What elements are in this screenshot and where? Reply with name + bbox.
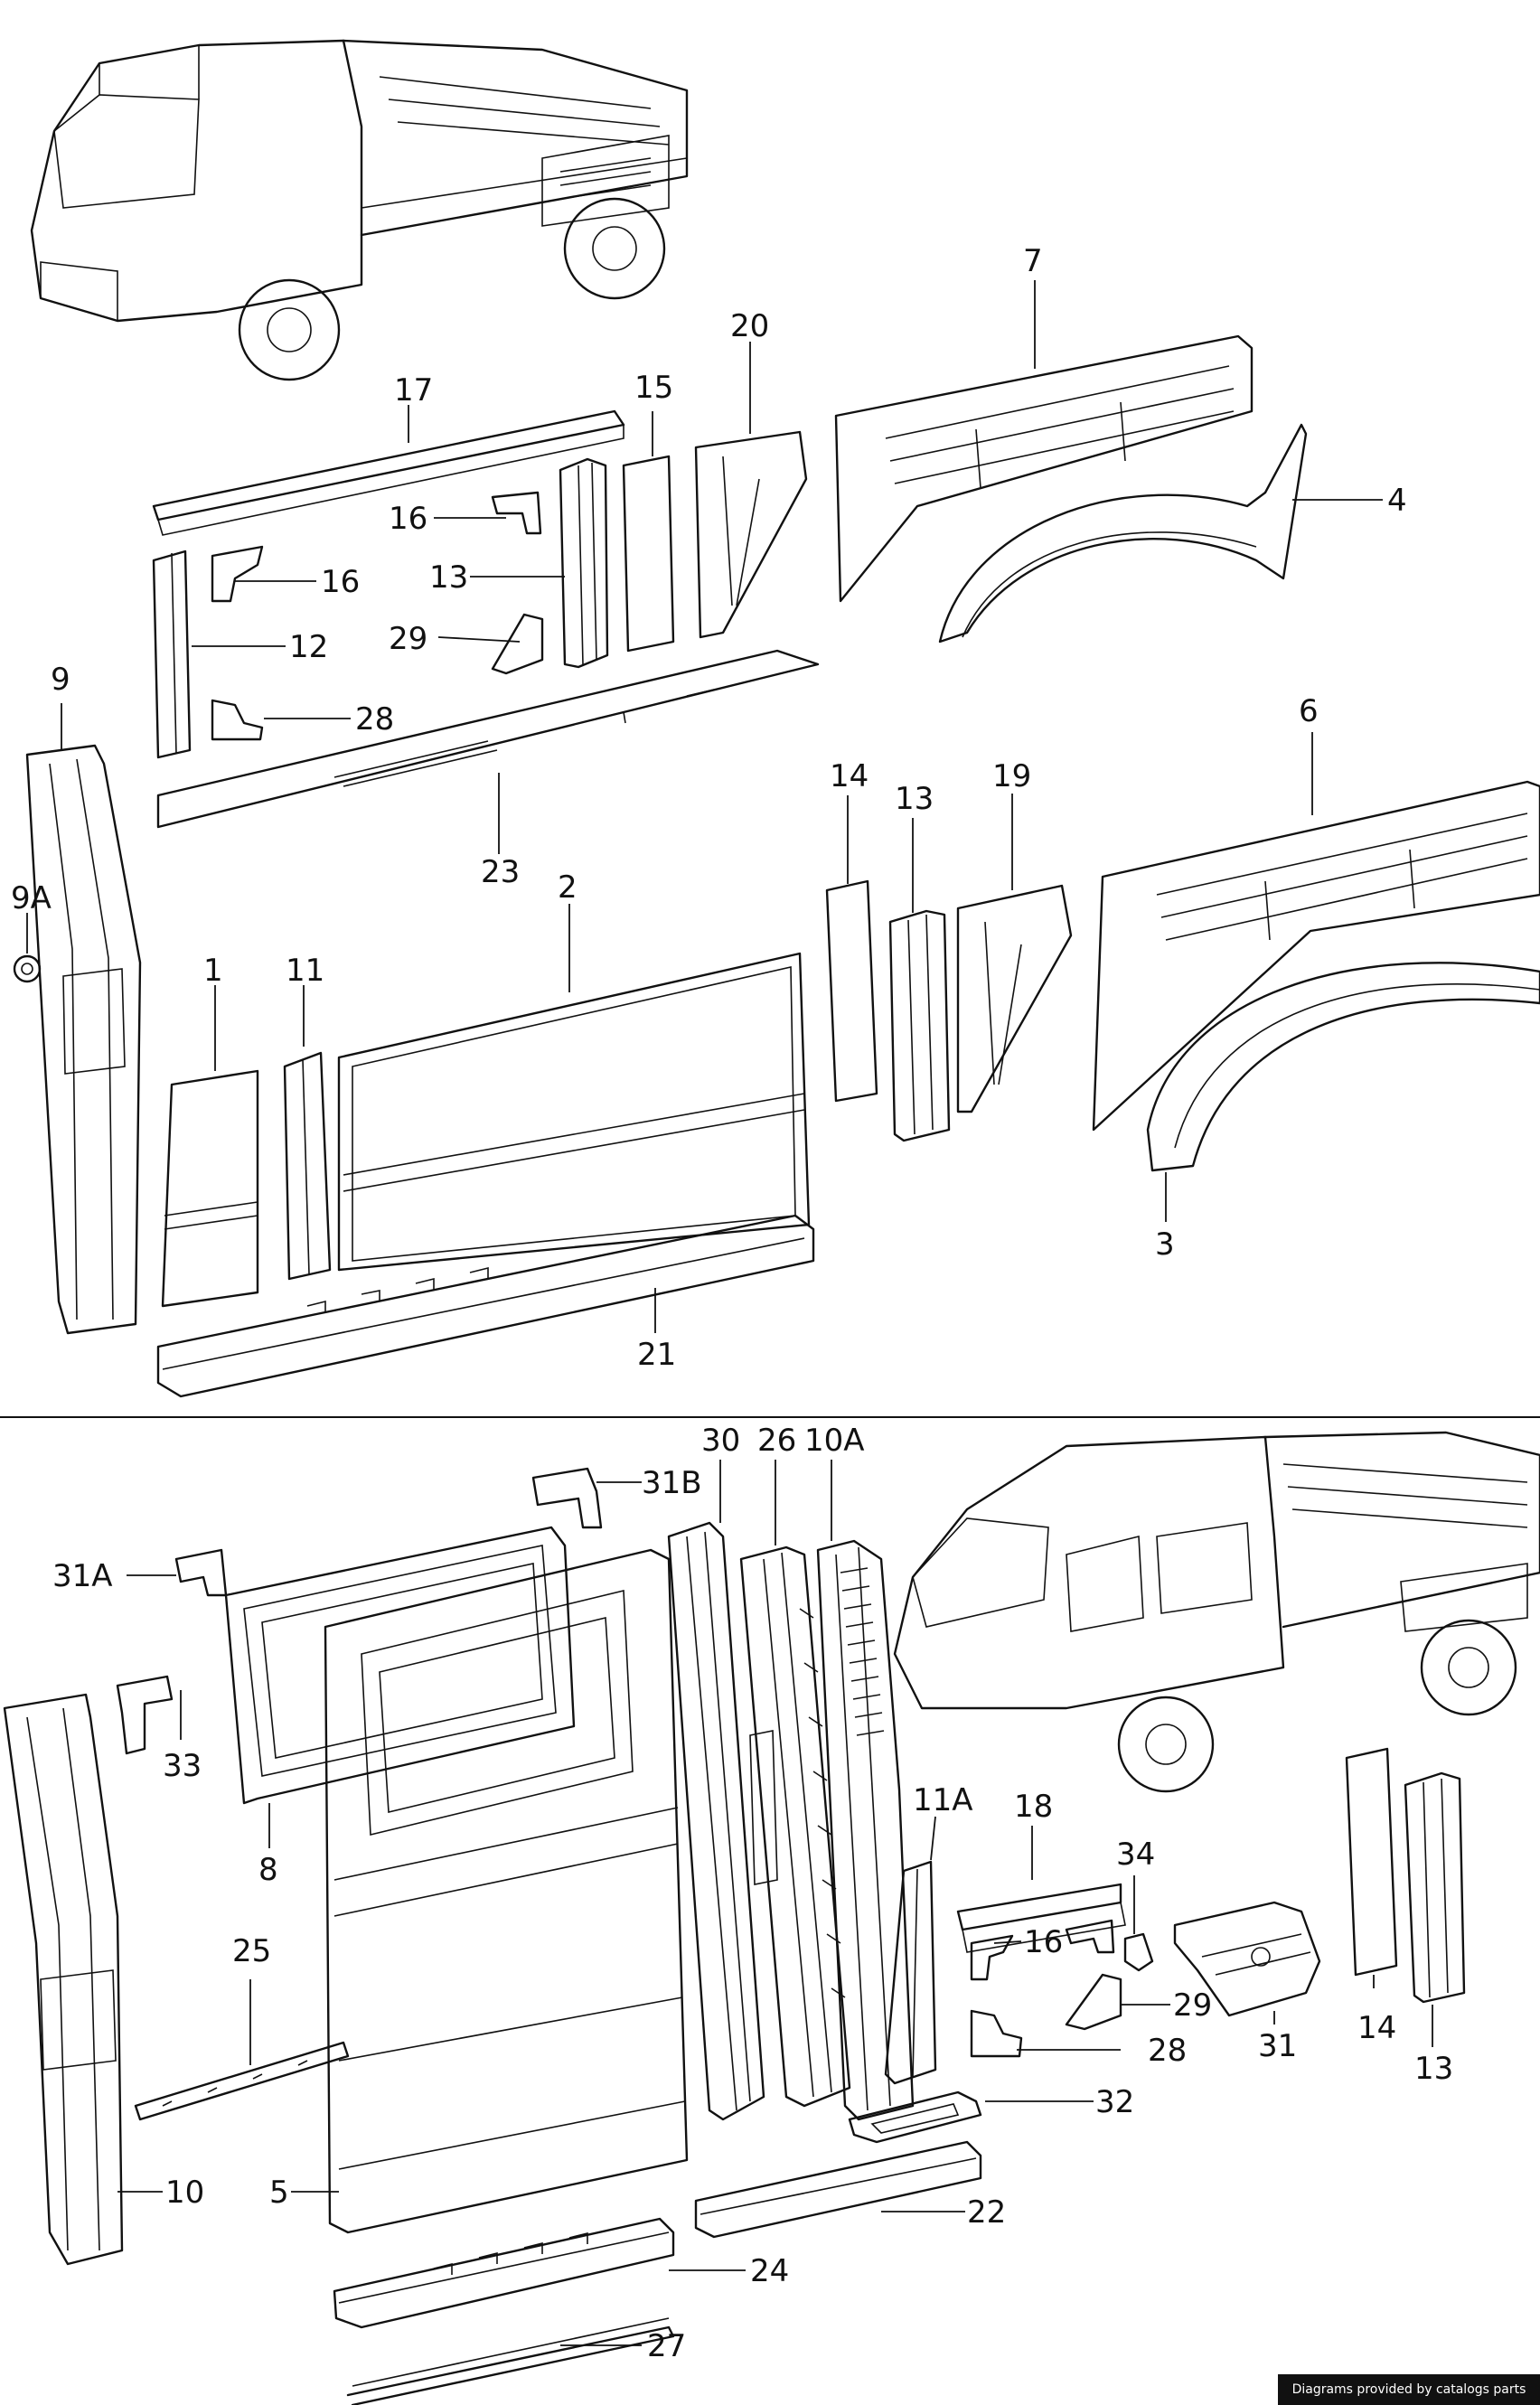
part-13-mid: 13 (888, 781, 951, 1142)
part-22: 22 (694, 2140, 1006, 2239)
callout-9: 9 (51, 662, 70, 698)
callout-28-top: 28 (355, 701, 394, 737)
part-29-bottom: 29 (1065, 1973, 1212, 2031)
part-19: 19 (956, 758, 1073, 1113)
part-7: 7 (834, 243, 1254, 603)
callout-2: 2 (558, 869, 578, 906)
callout-7: 7 (1023, 243, 1043, 279)
part-14-top: 14 (825, 758, 878, 1103)
callout-14-bottom: 14 (1357, 2010, 1396, 2046)
part-16-top: 16 (211, 545, 360, 603)
part-10a: 10A (804, 1423, 915, 2121)
part-23: 23 (156, 649, 820, 890)
callout-23: 23 (481, 854, 520, 890)
part-12: 12 (152, 550, 328, 759)
part-16-mid: 16 (389, 491, 542, 537)
callout-4: 4 (1387, 483, 1407, 519)
callout-30: 30 (701, 1423, 740, 1459)
part-9a: 9A (11, 880, 52, 983)
part-13-top: 13 (429, 457, 609, 669)
part-13-bottom: 13 (1404, 1771, 1466, 2087)
callout-17: 17 (394, 372, 433, 409)
part-6: 6 (1092, 693, 1540, 1132)
callout-24: 24 (750, 2253, 789, 2289)
callout-31: 31 (1258, 2028, 1297, 2064)
part-15: 15 (622, 370, 675, 653)
callout-18: 18 (1014, 1789, 1053, 1825)
part-1: 1 (161, 953, 259, 1308)
part-9: 9 (25, 662, 142, 1335)
part-28-top: 28 (211, 699, 394, 741)
callout-16-mid: 16 (389, 501, 427, 537)
part-14-bottom: 14 (1345, 1747, 1398, 2046)
callout-32: 32 (1095, 2084, 1134, 2120)
part-21: 21 (156, 1214, 815, 1398)
part-16-bottom: 16 (970, 1919, 1115, 1981)
callout-16-top: 16 (321, 564, 360, 600)
callout-6: 6 (1299, 693, 1319, 729)
callout-12: 12 (289, 629, 328, 665)
callout-15: 15 (634, 370, 673, 406)
callout-22: 22 (967, 2194, 1006, 2231)
callout-13-top: 13 (429, 559, 468, 596)
callout-21: 21 (637, 1337, 676, 1373)
callout-10: 10 (165, 2175, 204, 2211)
part-18: 18 (956, 1789, 1126, 1953)
credit-banner: Diagrams provided by catalogs parts (1278, 2374, 1540, 2405)
part-27: 27 (346, 2317, 686, 2405)
callout-19: 19 (992, 758, 1031, 794)
callout-16-bottom: 16 (1024, 1924, 1063, 1960)
part-17: 17 (152, 372, 625, 536)
part-26: 26 (739, 1423, 851, 2108)
callout-28-bottom: 28 (1148, 2033, 1187, 2069)
callout-33: 33 (163, 1748, 202, 1784)
part-34: 34 (1116, 1837, 1155, 1972)
part-20: 20 (694, 308, 808, 639)
part-5: 5 (269, 1548, 689, 2234)
callout-11: 11 (286, 953, 324, 989)
callout-14-top: 14 (830, 758, 869, 794)
callout-9a: 9A (11, 880, 52, 916)
part-11a: 11A (884, 1782, 973, 2085)
part-31b: 31B (531, 1465, 702, 1529)
part-29-top: 29 (389, 613, 544, 675)
part-11: 11 (283, 953, 332, 1281)
callout-25: 25 (232, 1933, 271, 1969)
callout-31a: 31A (52, 1558, 113, 1594)
callout-20: 20 (730, 308, 769, 344)
part-4: 4 (938, 423, 1407, 644)
part-10: 10 (3, 1693, 204, 2266)
part-25: 25 (134, 1933, 350, 2121)
callout-11a: 11A (913, 1782, 973, 1818)
callout-3: 3 (1155, 1226, 1175, 1263)
callout-10a: 10A (804, 1423, 865, 1459)
part-32: 32 (848, 2084, 1134, 2144)
callout-26: 26 (757, 1423, 796, 1459)
callout-13-mid: 13 (895, 781, 934, 817)
callout-31b: 31B (642, 1465, 702, 1501)
part-33: 33 (116, 1675, 202, 1784)
callout-29-top: 29 (389, 621, 427, 657)
callout-34: 34 (1116, 1837, 1155, 1873)
callout-5: 5 (269, 2175, 289, 2211)
part-28-bottom: 28 (970, 2009, 1187, 2069)
callout-13-bottom: 13 (1414, 2051, 1453, 2087)
part-3: 3 (1146, 962, 1540, 1263)
part-2: 2 (337, 869, 811, 1272)
part-31: 31 (1173, 1901, 1321, 2064)
part-31a: 31A (52, 1548, 228, 1597)
part-24: 24 (333, 2217, 789, 2329)
pickup-truck-single-cab (30, 39, 689, 381)
part-8: 8 (224, 1526, 576, 1888)
callout-27: 27 (647, 2328, 686, 2364)
callout-29-bottom: 29 (1173, 1987, 1212, 2024)
part-30: 30 (667, 1423, 778, 2121)
callout-1: 1 (203, 953, 223, 989)
pickup-truck-double-cab (893, 1431, 1540, 1793)
callout-8: 8 (258, 1852, 278, 1888)
